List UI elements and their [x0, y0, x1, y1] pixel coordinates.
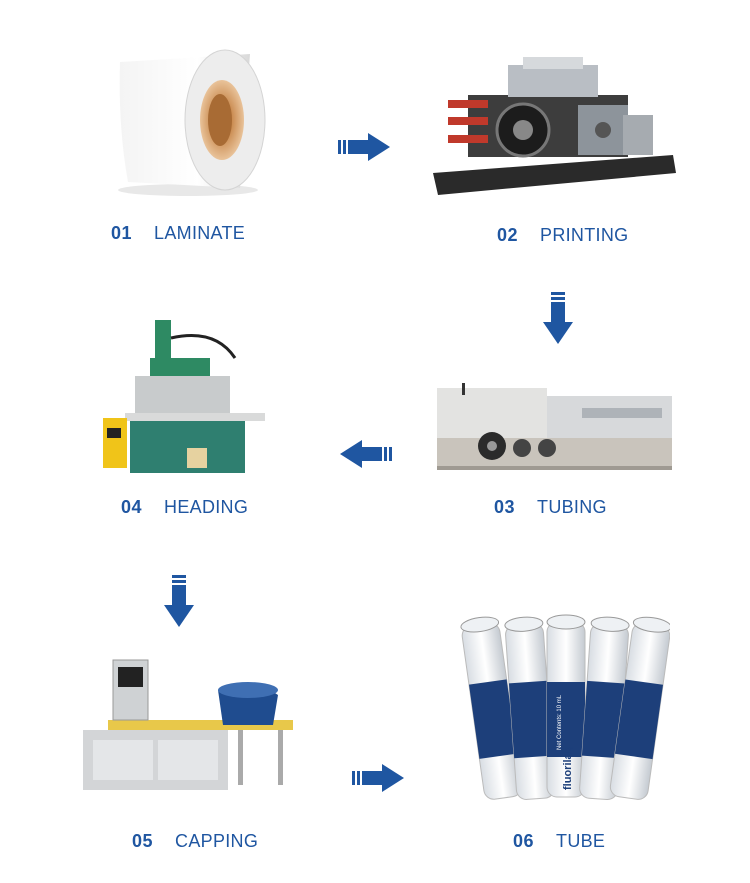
arrow-left-03-04: [340, 440, 392, 468]
heading-machine-image: [95, 318, 270, 480]
step-label-03: 03 TUBING: [494, 497, 607, 518]
step-name: TUBING: [537, 497, 607, 518]
step-number: 03: [494, 497, 515, 518]
laminate-roll-image: [100, 32, 270, 197]
arrow-right-05-06: [352, 764, 404, 792]
capping-machine-image: [78, 655, 300, 800]
printing-machine-image: [428, 55, 678, 200]
step-label-06: 06 TUBE: [513, 831, 605, 852]
step-label-04: 04 HEADING: [121, 497, 248, 518]
step-name: LAMINATE: [154, 223, 245, 244]
tube-brand-text: fluorilaq: [562, 747, 574, 790]
arrow-down-04-05: [164, 575, 194, 627]
step-name: TUBE: [556, 831, 605, 852]
step-number: 04: [121, 497, 142, 518]
step-name: HEADING: [164, 497, 248, 518]
step-name: CAPPING: [175, 831, 258, 852]
step-number: 06: [513, 831, 534, 852]
step-label-05: 05 CAPPING: [132, 831, 258, 852]
step-label-02: 02 PRINTING: [497, 225, 628, 246]
step-number: 02: [497, 225, 518, 246]
arrow-down-02-03: [543, 292, 573, 344]
step-name: PRINTING: [540, 225, 628, 246]
step-number: 05: [132, 831, 153, 852]
step-label-01: 01 LAMINATE: [111, 223, 245, 244]
finished-tubes-image: fluorilaq Net Contents: 10 mL: [455, 612, 670, 812]
tube-contents-text: Net Contents: 10 mL: [557, 694, 563, 750]
step-number: 01: [111, 223, 132, 244]
tubing-machine-image: [432, 378, 677, 478]
arrow-right-01-02: [338, 133, 390, 161]
